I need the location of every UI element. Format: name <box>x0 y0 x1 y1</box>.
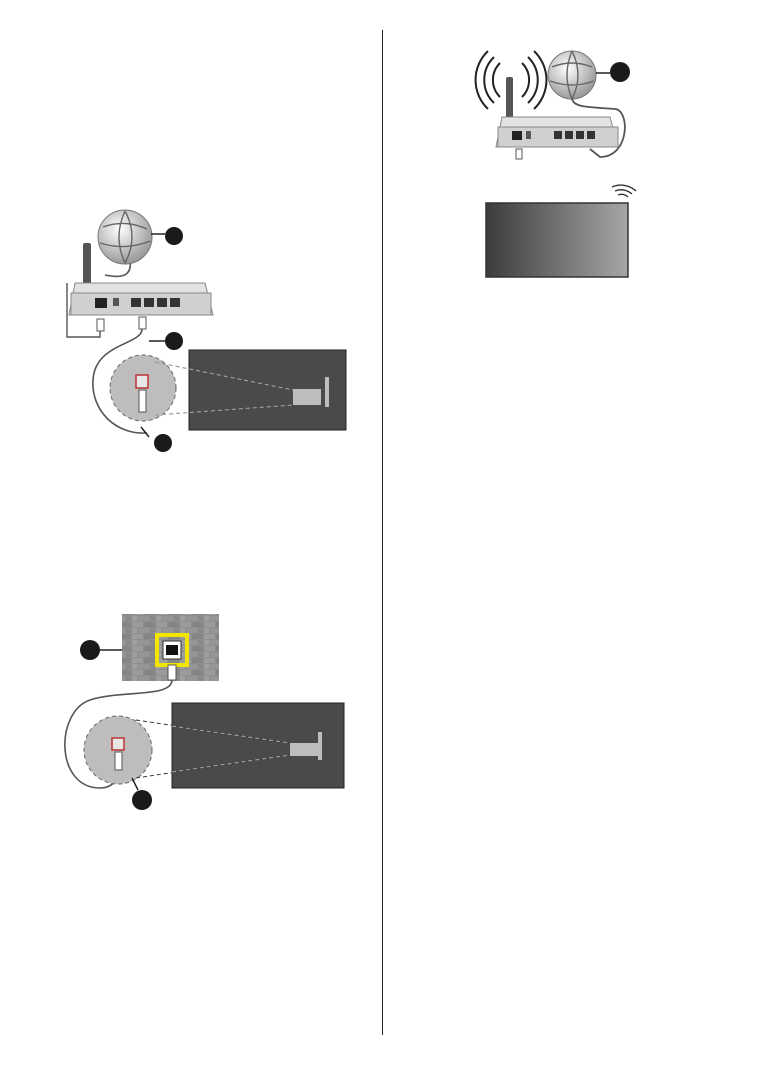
router-icon <box>69 283 213 315</box>
ethernet-plug-icon <box>168 665 176 680</box>
figure-wall-socket-connection <box>60 610 360 820</box>
wifi-signal-icon <box>612 185 636 197</box>
figure-wireless-connection <box>470 45 660 285</box>
column-divider <box>382 30 383 1035</box>
tv-lan-port <box>136 375 148 388</box>
callout-marker-tv <box>132 790 152 810</box>
tv-screen <box>189 350 346 430</box>
globe-icon <box>98 210 152 264</box>
globe-icon <box>548 51 596 99</box>
tv-port-detail <box>290 743 318 756</box>
ethernet-plug-icon <box>516 149 522 159</box>
ethernet-plug-icon <box>97 317 146 331</box>
callout-marker-tv <box>154 434 172 452</box>
tv-lan-port <box>112 738 124 750</box>
callout-marker-router-cable <box>165 332 183 350</box>
tv-screen <box>486 203 628 277</box>
router-icon <box>496 117 618 147</box>
tv-port-detail <box>293 389 321 405</box>
callout-marker-internet <box>610 62 630 82</box>
figure-wired-router-connection <box>55 205 355 455</box>
callout-marker-wall-socket <box>80 640 100 660</box>
callout-marker-internet <box>165 227 183 245</box>
